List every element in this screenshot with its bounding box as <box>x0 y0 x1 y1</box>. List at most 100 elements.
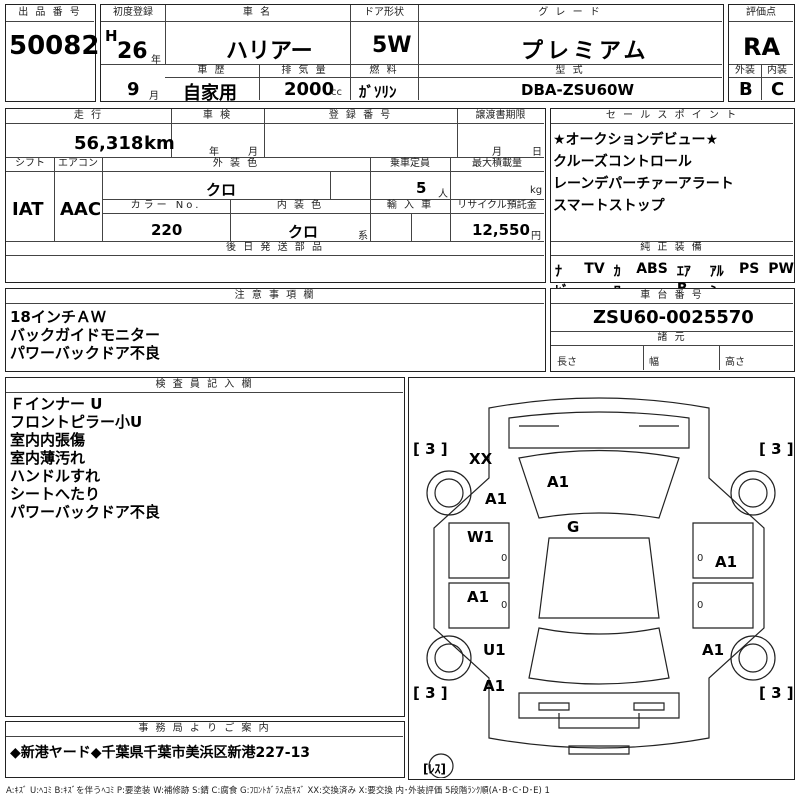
reg-month: 9 <box>127 79 140 100</box>
reg-year: 26 <box>117 39 148 64</box>
interior-unit: 系 <box>358 231 368 242</box>
mileage-unit: km <box>144 133 175 154</box>
mileage-label: 走 行 <box>73 110 104 121</box>
office-text: ◆新港ヤード◆千葉県千葉市美浜区新港227-13 <box>10 745 311 761</box>
import-label: 輸 入 車 <box>386 200 434 211</box>
inspector-item: 室内薄汚れ <box>10 449 86 467</box>
tire-mark-front-right: [ 3 ] <box>759 440 794 458</box>
inspection-label: 車 検 <box>202 110 233 121</box>
exterior-label: 外 装 色 <box>212 158 260 169</box>
year-unit: 年 <box>151 55 161 66</box>
tire-mark-rear-left: [ 3 ] <box>413 684 448 702</box>
damage-mark: A1 <box>702 641 725 659</box>
damage-mark: XX <box>469 450 493 468</box>
score: RA <box>743 33 781 61</box>
score-label: 評価点 <box>746 7 776 18</box>
notes-title: 注 意 事 項 欄 <box>234 290 316 301</box>
color-no: 220 <box>151 221 183 239</box>
car-name: ハリアー <box>226 39 313 64</box>
capacity-label: 乗車定員 <box>390 158 430 169</box>
exterior-color: クロ <box>206 181 237 199</box>
ac-label: エアコン <box>58 158 98 169</box>
notes-cell: 注 意 事 項 欄 18インチＡＷ バックガイドモニター パワーバックドア不良 <box>5 288 546 372</box>
first-reg-label: 初度登録 <box>113 7 153 18</box>
lot-number-label: 出 品 番 号 <box>18 7 82 18</box>
recycle-unit: 円 <box>531 231 541 242</box>
zero-mark: 0 <box>697 600 704 611</box>
model-label: 型 式 <box>555 65 585 76</box>
note-item: パワーバックドア不良 <box>10 344 160 362</box>
vehicle-header-cell: 初度登録 車 名 ドア形状 グ レ ー ド H 26 年 ハリアー 5W プレミ… <box>100 4 724 104</box>
ext-score: B <box>739 79 753 100</box>
reg-no-label: 登 録 番 号 <box>328 110 393 121</box>
tire-mark-front-left: [ 3 ] <box>413 440 448 458</box>
sales-point-item: ★オークションデビュー★ <box>553 132 719 148</box>
spare-tire-label: [ﾚｽ] <box>423 762 446 776</box>
history-label: 車 歴 <box>197 65 227 76</box>
zero-mark: 0 <box>697 553 704 564</box>
sales-point-item: スマートストップ <box>553 198 665 214</box>
inspection-year-unit: 年 <box>209 147 219 158</box>
tire-mark-rear-right: [ 3 ] <box>759 684 794 702</box>
note-item: 18インチＡＷ <box>10 308 106 326</box>
sales-points-cell: セ ー ル ス ポ イ ン ト ★オークションデビュー★ クルーズコントロール … <box>550 108 795 300</box>
zero-mark: 0 <box>501 600 508 611</box>
shift-label: シフト <box>15 158 45 169</box>
equipment-item: PW <box>768 261 794 277</box>
damage-mark: A1 <box>715 553 738 571</box>
chassis-number: ZSU60-0025570 <box>593 307 754 328</box>
recycle-fee: 12,550 <box>472 221 530 239</box>
office-title: 事 務 局 よ り ご 案 内 <box>138 723 271 734</box>
equipment-item: TV <box>584 261 605 277</box>
later-parts-label: 後 日 発 送 部 品 <box>226 242 324 253</box>
interior-color: クロ <box>288 223 319 241</box>
max-load-label: 最大積載量 <box>472 158 522 169</box>
notes-list: 18インチＡＷ バックガイドモニター パワーバックドア不良 <box>10 308 160 362</box>
grade: プレミアム <box>521 39 650 64</box>
damage-mark: G <box>567 518 580 536</box>
shift: IAT <box>12 199 44 220</box>
inspector-title: 検 査 員 記 入 欄 <box>155 379 254 390</box>
dims-title: 諸 元 <box>657 332 687 343</box>
height-label: 高さ <box>725 357 745 368</box>
specs-cell: 走 行 車 検 登 録 番 号 譲渡書期限 56,318 km 年 月 月 日 … <box>5 108 546 283</box>
capacity: 5 <box>416 179 427 197</box>
door-type: 5W <box>372 33 412 58</box>
car-map-cell: [ 3 ] [ 3 ] [ 3 ] [ 3 ] XX A1 A1 G W1 A1… <box>408 377 795 780</box>
lot-number: 50082 <box>9 31 100 61</box>
sales-point-item: クルーズコントロール <box>553 154 692 170</box>
displacement-unit: cc <box>331 87 342 98</box>
damage-mark: U1 <box>483 641 506 659</box>
int-score: C <box>771 79 785 100</box>
inspector-item: パワーバックドア不良 <box>10 503 160 521</box>
transfer-day-unit: 日 <box>532 147 542 158</box>
fuel-label: 燃 料 <box>369 65 399 76</box>
int-label: 内装 <box>767 65 787 76</box>
sales-points-list: ★オークションデビュー★ クルーズコントロール レーンデパーチァーアラート スマ… <box>553 129 734 217</box>
model: DBA-ZSU60W <box>521 81 634 99</box>
zero-mark: 0 <box>501 553 508 564</box>
displacement: 2000 <box>284 79 335 100</box>
month-unit: 月 <box>149 91 159 102</box>
max-load-unit: kg <box>530 185 543 196</box>
inspector-item: シートへたり <box>10 485 101 503</box>
chassis-title: 車 台 番 号 <box>640 290 704 301</box>
lot-number-cell: 出 品 番 号 50082 <box>5 4 100 102</box>
era: H <box>105 27 118 45</box>
car-name-label: 車 名 <box>242 7 273 18</box>
capacity-unit: 人 <box>438 189 448 200</box>
mileage: 56,318 <box>74 133 144 154</box>
grade-label: グ レ ー ド <box>538 7 602 18</box>
equipment-title: 純 正 装 備 <box>640 242 704 253</box>
legend-text: A:ｷｽﾞ U:ﾍｺﾐ B:ｷｽﾞを伴うﾍｺﾐ P:要塗装 W:補修跡 S:錆 … <box>6 786 550 796</box>
inspector-list: Ｆインナー U フロントピラー小U 室内内張傷 室内薄汚れ ハンドルすれ シート… <box>10 395 160 521</box>
fuel: ｶﾞｿﾘﾝ <box>359 83 397 101</box>
sales-point-item: レーンデパーチァーアラート <box>553 176 734 192</box>
interior-label: 内 装 色 <box>276 200 324 211</box>
transfer-label: 譲渡書期限 <box>475 110 526 121</box>
inspector-item: ハンドルすれ <box>10 467 101 485</box>
damage-mark: A1 <box>483 677 506 695</box>
damage-mark: A1 <box>485 490 508 508</box>
ext-label: 外装 <box>735 65 755 76</box>
door-label: ドア形状 <box>364 7 404 18</box>
